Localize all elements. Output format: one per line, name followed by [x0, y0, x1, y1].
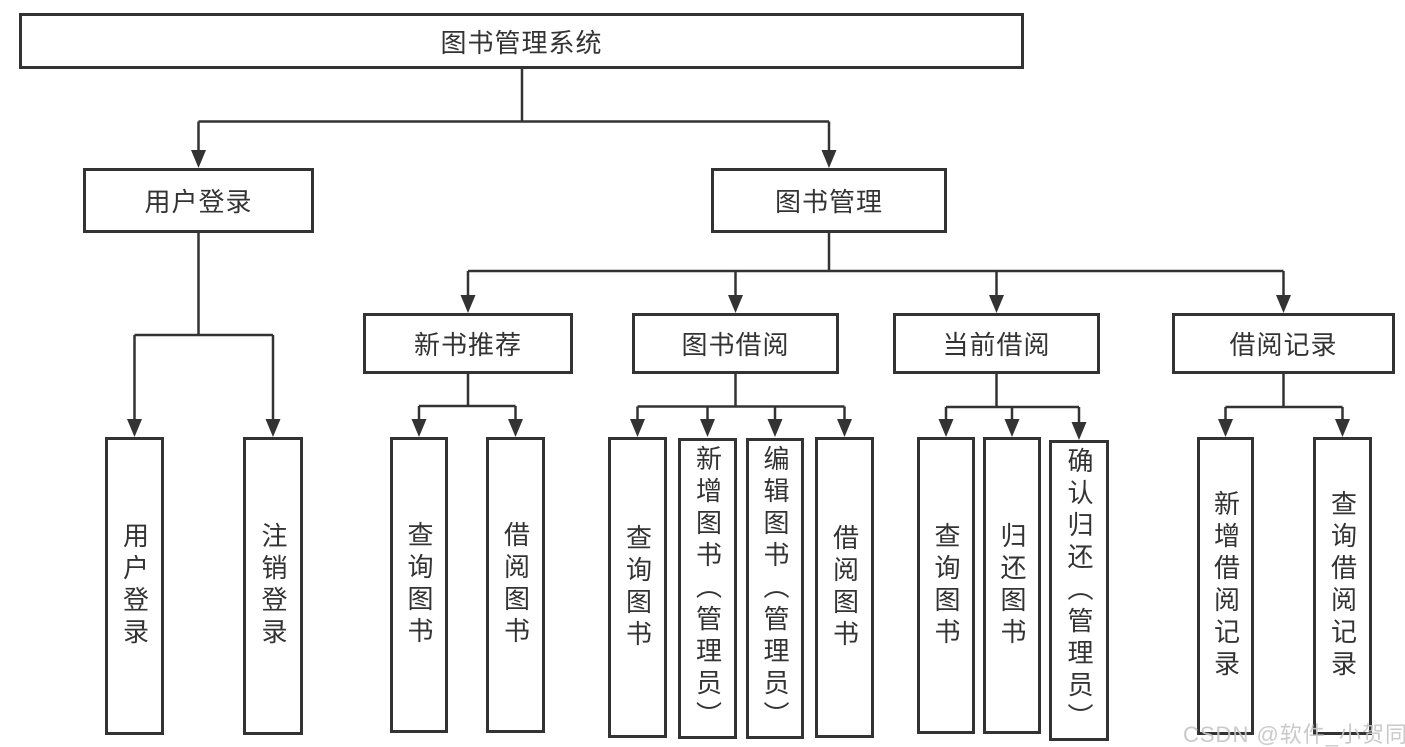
leaf-label: 查询图书	[404, 521, 434, 649]
leaf-return-book: 归还图书	[983, 437, 1041, 734]
node-label: 图书管理	[774, 187, 883, 217]
leaf-borrow-book-1: 借阅图书	[486, 437, 545, 733]
node-borrow-record: 借阅记录	[1172, 313, 1395, 374]
leaf-label: 查询图书	[931, 521, 961, 650]
leaf-borrow-book-2: 借阅图书	[815, 437, 874, 738]
node-label: 当前借阅	[942, 330, 1051, 360]
leaf-query-borrow-record: 查询借阅记录	[1313, 437, 1372, 735]
leaf-label: 新增借阅记录	[1210, 490, 1241, 682]
node-book-management: 图书管理	[711, 168, 947, 233]
node-label: 图书借阅	[681, 330, 790, 360]
node-current-borrow: 当前借阅	[893, 313, 1100, 374]
leaf-label: 确认归还（管理员）	[1064, 446, 1094, 735]
leaf-query-book-2: 查询图书	[608, 437, 667, 738]
leaf-add-book-admin: 新增图书（管理员）	[678, 438, 737, 739]
node-label: 用户登录	[144, 187, 253, 217]
leaf-logout-login: 注销登录	[243, 437, 303, 735]
leaf-label: 借阅图书	[829, 523, 860, 652]
leaf-add-borrow-record: 新增借阅记录	[1197, 437, 1254, 735]
leaf-label: 注销登录	[258, 522, 288, 650]
leaf-label: 借阅图书	[500, 521, 531, 649]
leaf-label: 用户登录	[119, 522, 150, 650]
leaf-label: 编辑图书（管理员）	[760, 444, 790, 733]
leaf-label: 查询图书	[622, 523, 653, 652]
node-user-login: 用户登录	[83, 168, 314, 233]
node-label: 图书管理系统	[440, 27, 603, 58]
leaf-user-login: 用户登录	[105, 437, 164, 735]
csdn-watermark: CSDN @软件_小贺同学	[1183, 722, 1405, 747]
leaf-edit-book-admin: 编辑图书（管理员）	[746, 438, 804, 739]
leaf-confirm-return-admin: 确认归还（管理员）	[1049, 440, 1109, 741]
leaf-query-book-3: 查询图书	[917, 437, 975, 734]
leaf-label: 新增图书（管理员）	[692, 444, 723, 733]
leaf-label: 查询借阅记录	[1327, 490, 1358, 682]
node-new-book-recommend: 新书推荐	[363, 313, 573, 374]
leaf-label: 归还图书	[997, 521, 1027, 650]
leaf-query-book-1: 查询图书	[390, 437, 448, 733]
node-book-borrow: 图书借阅	[632, 313, 839, 374]
connector-shafts	[133, 69, 1344, 424]
node-library-management-system: 图书管理系统	[19, 13, 1024, 69]
arrowheads	[127, 150, 1350, 440]
node-label: 新书推荐	[413, 330, 522, 360]
node-label: 借阅记录	[1229, 330, 1338, 360]
